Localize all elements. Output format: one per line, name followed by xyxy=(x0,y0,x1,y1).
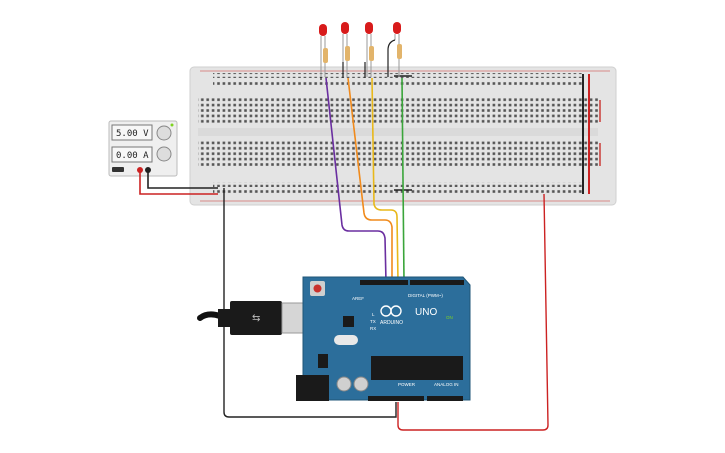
usb-cable[interactable]: ⇆ xyxy=(197,301,307,335)
tx-label: TX xyxy=(370,319,376,324)
wire-green xyxy=(401,77,405,283)
capacitor-1 xyxy=(336,376,352,392)
capacitor-2 xyxy=(353,376,369,392)
psu-positive-wire xyxy=(139,172,218,195)
psu-negative-wire xyxy=(147,172,218,189)
atmega-chip xyxy=(371,356,463,380)
power-wire xyxy=(397,193,549,431)
analog-label: ANALOG IN xyxy=(434,382,459,387)
voltage-display xyxy=(111,124,153,141)
voltage-regulator xyxy=(318,354,328,368)
usb-chip xyxy=(343,316,354,327)
arduino-logo xyxy=(380,305,402,317)
led-3[interactable] xyxy=(365,22,374,77)
wire-purple xyxy=(325,77,387,283)
power-switch[interactable] xyxy=(112,167,124,172)
resistor-2 xyxy=(345,46,350,61)
resistor-3 xyxy=(369,46,374,61)
power-header xyxy=(368,396,424,401)
digital-header-label: DIGITAL (PWM~) xyxy=(408,293,443,298)
voltage-knob[interactable] xyxy=(156,125,172,141)
led-1[interactable] xyxy=(319,24,328,77)
led-4-ground-leg xyxy=(387,39,396,77)
crystal xyxy=(334,335,358,345)
aref-label: AREF xyxy=(352,296,364,301)
positive-terminal[interactable] xyxy=(137,167,143,173)
digital-header-right xyxy=(410,280,464,285)
current-readout: 0.00 A xyxy=(116,151,149,161)
ground-wire xyxy=(223,188,397,418)
status-led xyxy=(170,123,174,127)
model-label: UNO xyxy=(415,307,437,318)
resistor-4 xyxy=(397,44,402,59)
power-jack[interactable] xyxy=(296,375,329,401)
led-4[interactable] xyxy=(387,22,402,77)
wire-yellow xyxy=(371,77,399,283)
reset-button-cap xyxy=(313,284,322,293)
voltage-readout: 5.00 V xyxy=(116,129,149,139)
usb-connector xyxy=(281,302,307,334)
arduino-uno[interactable]: DIGITAL (PWM~) AREF L TX RX ARDUINO UNO … xyxy=(296,276,471,401)
current-display xyxy=(111,146,153,163)
analog-header xyxy=(427,396,463,401)
digital-header-left xyxy=(360,280,408,285)
usb-icon: ⇆ xyxy=(252,313,260,324)
current-knob[interactable] xyxy=(156,146,172,162)
power-supply[interactable]: 5.00 V 0.00 A xyxy=(108,120,178,177)
resistor-1 xyxy=(323,48,328,63)
led-2[interactable] xyxy=(341,22,350,77)
l-label: L xyxy=(372,312,375,317)
power-label: POWER xyxy=(398,382,416,387)
on-label: ON xyxy=(446,315,453,320)
usb-plug xyxy=(230,301,282,335)
brand-label: ARDUINO xyxy=(380,320,403,326)
wire-orange xyxy=(347,77,393,282)
rx-label: RX xyxy=(370,326,376,331)
negative-terminal[interactable] xyxy=(145,167,151,173)
